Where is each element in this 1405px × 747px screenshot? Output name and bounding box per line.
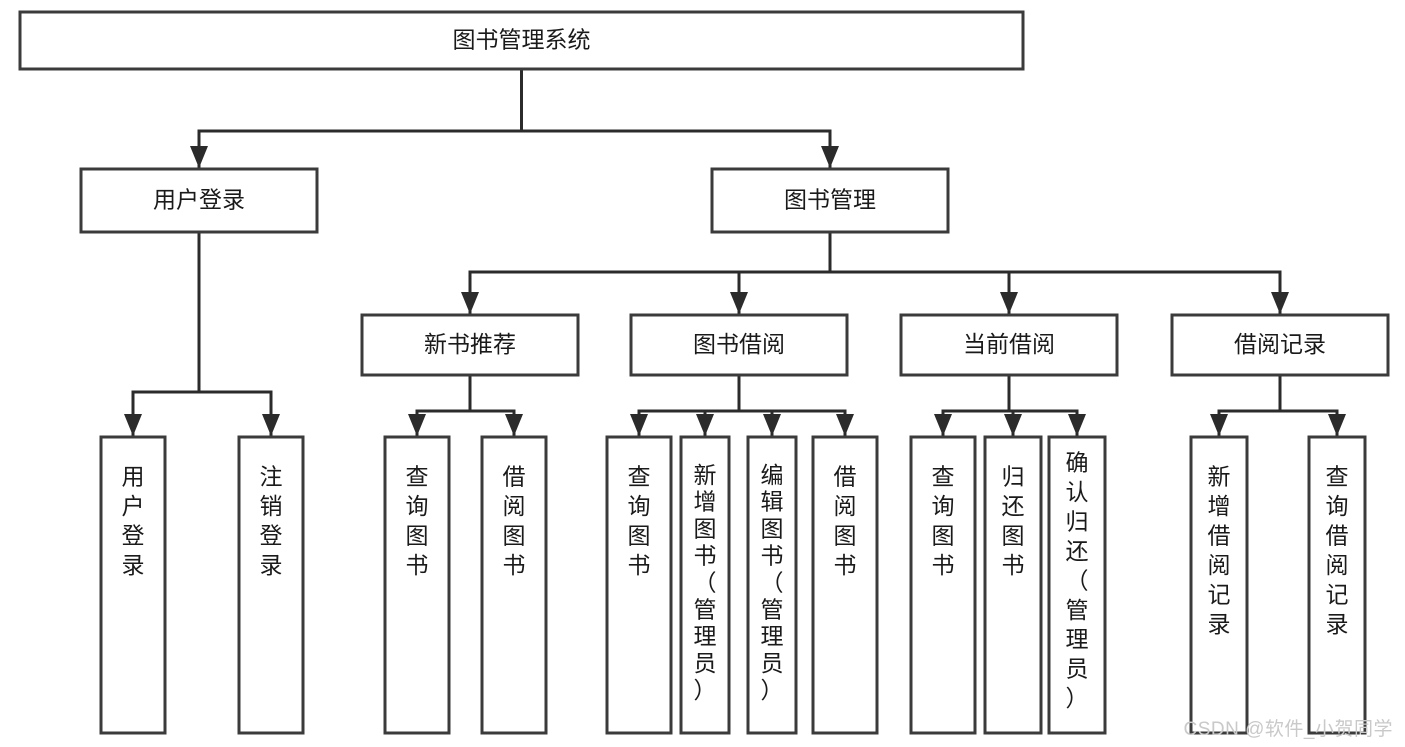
bookmanage-to-level3-arrow-3 [1271, 292, 1289, 314]
leaf-leaf-query-record-label: 查询借阅记录 [1326, 464, 1349, 637]
node-user-login-box[interactable] [79, 167, 319, 234]
leaf-leaf-edit-book-box[interactable] [746, 435, 798, 735]
new-book-rec-to-leaves-arrow-0 [408, 414, 426, 436]
root-to-level2-arrow-1 [821, 146, 839, 168]
leaf-leaf-edit-book[interactable]: 编辑图书（管理员） [746, 435, 798, 735]
node-book-borrow-label: 图书借阅 [693, 331, 785, 357]
leaf-leaf-query-book-3[interactable]: 查询图书 [909, 435, 977, 735]
current-borrow-to-leaves-arrow-1 [1004, 414, 1022, 436]
leaf-leaf-confirm-return-label: 确认归还（管理员） [1066, 450, 1089, 712]
leaf-leaf-borrow-book-1-label: 借阅图书 [503, 464, 526, 578]
book-borrow-to-leaves-arrow-3 [836, 414, 854, 436]
bookmanage-to-level3-arrow-2 [1000, 292, 1018, 314]
node-book-manage-label: 图书管理 [784, 187, 876, 213]
node-boxes: 图书管理系统用户登录图书管理新书推荐图书借阅当前借阅借阅记录用户登录注销登录查询… [18, 10, 1390, 735]
new-book-rec-to-leaves-arrow-1 [505, 414, 523, 436]
current-borrow-to-leaves-arrow-2 [1068, 414, 1086, 436]
book-borrow-to-leaves-arrow-1 [696, 414, 714, 436]
book-borrow-to-leaves-arrow-2 [763, 414, 781, 436]
leaf-leaf-return-book-label: 归还图书 [1002, 464, 1025, 578]
leaf-leaf-logout-label: 注销登录 [260, 464, 283, 578]
node-current-borrow-label: 当前借阅 [963, 331, 1055, 357]
leaf-leaf-logout[interactable]: 注销登录 [237, 435, 305, 735]
borrow-record-to-leaves-arrow-0 [1210, 414, 1228, 436]
root-to-level2-arrow-0 [190, 146, 208, 168]
current-borrow-to-leaves-arrow-0 [934, 414, 952, 436]
user-login-to-leaves-arrow-1 [262, 414, 280, 436]
leaf-leaf-add-book-box[interactable] [679, 435, 731, 735]
leaf-leaf-add-record[interactable]: 新增借阅记录 [1189, 435, 1249, 735]
leaf-leaf-query-record-box[interactable] [1307, 435, 1367, 735]
node-book-borrow[interactable]: 图书借阅 [629, 313, 849, 377]
node-book-manage-box[interactable] [710, 167, 950, 234]
leaf-leaf-query-book-2-label: 查询图书 [628, 464, 651, 578]
leaf-leaf-query-book-3-box[interactable] [909, 435, 977, 735]
book-borrow-to-leaves-arrow-0 [630, 414, 648, 436]
bookmanage-to-level3-arrow-0 [461, 292, 479, 314]
leaf-leaf-user-login[interactable]: 用户登录 [99, 435, 167, 735]
leaf-leaf-add-record-label: 新增借阅记录 [1208, 464, 1231, 637]
borrow-record-to-leaves-arrow-1 [1328, 414, 1346, 436]
leaf-leaf-query-book-1-box[interactable] [383, 435, 451, 735]
leaf-leaf-edit-book-label: 编辑图书（管理员） [761, 462, 784, 703]
leaf-leaf-query-book-2[interactable]: 查询图书 [605, 435, 673, 735]
node-root-system[interactable]: 图书管理系统 [18, 10, 1025, 71]
node-root-system-box[interactable] [18, 10, 1025, 71]
leaf-leaf-query-book-2-box[interactable] [605, 435, 673, 735]
bookmanage-to-level3-arrow-1 [730, 292, 748, 314]
leaf-leaf-borrow-book-2-label: 借阅图书 [834, 464, 857, 578]
node-borrow-record-box[interactable] [1170, 313, 1390, 377]
leaf-leaf-user-login-box[interactable] [99, 435, 167, 735]
leaf-leaf-add-record-box[interactable] [1189, 435, 1249, 735]
leaf-leaf-logout-box[interactable] [237, 435, 305, 735]
node-borrow-record[interactable]: 借阅记录 [1170, 313, 1390, 377]
leaf-leaf-confirm-return-box[interactable] [1047, 435, 1107, 735]
node-new-book-rec-label: 新书推荐 [424, 331, 516, 357]
node-new-book-rec-box[interactable] [360, 313, 580, 377]
node-book-manage[interactable]: 图书管理 [710, 167, 950, 234]
leaf-leaf-borrow-book-2[interactable]: 借阅图书 [811, 435, 879, 735]
node-current-borrow[interactable]: 当前借阅 [899, 313, 1119, 377]
node-user-login-label: 用户登录 [153, 187, 245, 213]
leaf-leaf-add-book-label: 新增图书（管理员） [694, 462, 717, 703]
connector-lines [124, 67, 1346, 437]
leaf-leaf-query-book-1-label: 查询图书 [406, 464, 429, 578]
leaf-leaf-query-book-1[interactable]: 查询图书 [383, 435, 451, 735]
node-root-system-label: 图书管理系统 [453, 27, 591, 53]
leaf-leaf-borrow-book-1[interactable]: 借阅图书 [480, 435, 548, 735]
leaf-leaf-confirm-return[interactable]: 确认归还（管理员） [1047, 435, 1107, 735]
node-book-borrow-box[interactable] [629, 313, 849, 377]
leaf-leaf-borrow-book-2-box[interactable] [811, 435, 879, 735]
leaf-leaf-add-book[interactable]: 新增图书（管理员） [679, 435, 731, 735]
leaf-leaf-query-book-3-label: 查询图书 [932, 464, 955, 578]
leaf-leaf-return-book-box[interactable] [983, 435, 1043, 735]
node-user-login[interactable]: 用户登录 [79, 167, 319, 234]
user-login-to-leaves-arrow-0 [124, 414, 142, 436]
leaf-leaf-return-book[interactable]: 归还图书 [983, 435, 1043, 735]
node-new-book-rec[interactable]: 新书推荐 [360, 313, 580, 377]
leaf-leaf-query-record[interactable]: 查询借阅记录 [1307, 435, 1367, 735]
node-current-borrow-box[interactable] [899, 313, 1119, 377]
node-borrow-record-label: 借阅记录 [1234, 331, 1326, 357]
leaf-leaf-borrow-book-1-box[interactable] [480, 435, 548, 735]
leaf-leaf-user-login-label: 用户登录 [122, 464, 145, 578]
